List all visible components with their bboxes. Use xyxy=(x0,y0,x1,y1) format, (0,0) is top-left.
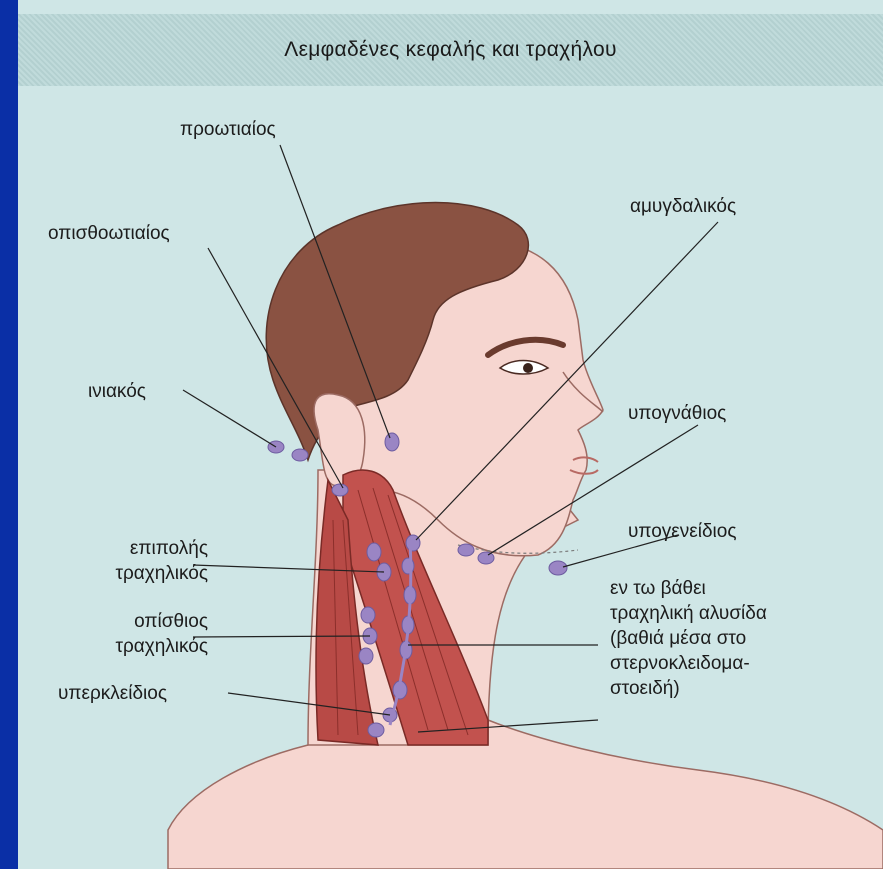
figure-panel: Λεμφαδένες κεφαλής και τραχήλου xyxy=(18,0,883,869)
node-preauricular xyxy=(385,433,399,451)
label-occipital: ινιακός xyxy=(88,380,146,404)
node-supraclavicular-1 xyxy=(368,723,384,737)
node-submandibular-2 xyxy=(478,552,494,564)
head-neck-illustration xyxy=(18,0,883,869)
node-posterior-3 xyxy=(359,648,373,664)
label-posterior-cervical-2: τραχηλικός xyxy=(88,635,208,659)
label-postauricular: οπισθοωτιαίος xyxy=(48,222,170,246)
node-superficial-1 xyxy=(367,543,381,561)
label-supraclavicular: υπερκλείδιος xyxy=(58,682,167,706)
node-occipital-2 xyxy=(292,449,308,461)
label-superficial-cervical-2: τραχηλικός xyxy=(88,562,208,586)
label-deep-chain-4: στερνοκλειδομα- xyxy=(610,652,750,676)
label-deep-chain-2: τραχηλική αλυσίδα xyxy=(610,602,767,626)
label-tonsillar: αμυγδαλικός xyxy=(630,195,736,219)
node-postauricular xyxy=(332,484,348,496)
label-deep-chain-3: (βαθιά μέσα στο xyxy=(610,627,746,651)
node-posterior-1 xyxy=(361,607,375,623)
eye-pupil xyxy=(523,363,533,373)
label-deep-chain-5: στοειδή) xyxy=(610,677,680,701)
node-submental xyxy=(549,561,567,575)
label-superficial-cervical-1: επιπολής xyxy=(88,537,208,561)
label-posterior-cervical-1: οπίσθιος xyxy=(88,610,208,634)
label-submental: υπογενείδιος xyxy=(628,520,736,544)
node-submandibular-1 xyxy=(458,544,474,556)
shoulders xyxy=(168,720,883,869)
label-submandibular: υπογνάθιος xyxy=(628,402,726,426)
label-deep-chain-1: εν τω βάθει xyxy=(610,577,706,601)
label-preauricular: προωτιαίος xyxy=(180,118,276,142)
